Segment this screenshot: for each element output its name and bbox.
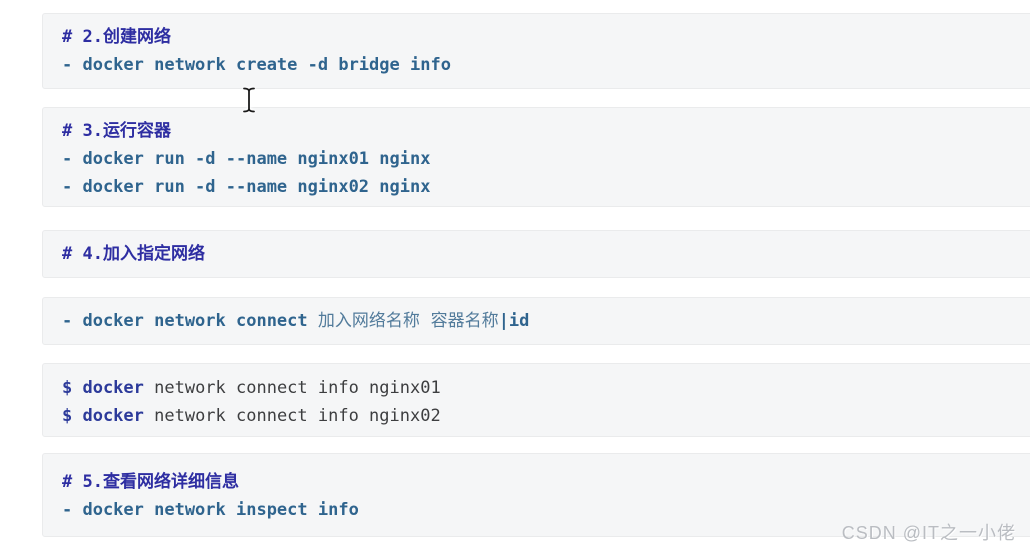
heading-cjk-text: 运行容器 [102,121,171,141]
heading-text: # 5. [62,472,103,492]
heading-line: # 4.加入指定网络 [62,240,1030,268]
code-text: - docker network create -d bridge info [62,55,451,75]
shell-line: $ docker network connect info nginx02 [62,402,1030,430]
code-block-run-containers: # 3.运行容器 - docker run -d --name nginx01 … [42,107,1030,207]
code-block-shell-commands: $ docker network connect info nginx01 $ … [42,363,1030,437]
code-block-create-network: # 2.创建网络 - docker network create -d brid… [42,13,1030,89]
heading-line: # 2.创建网络 [62,23,1030,51]
code-block-inspect-network: # 5.查看网络详细信息 - docker network inspect in… [42,453,1030,537]
code-text: - docker network connect [62,311,318,331]
code-block-join-network-heading: # 4.加入指定网络 [42,230,1030,278]
code-line: - docker network create -d bridge info [62,51,1030,79]
shell-command: network connect info nginx01 [143,378,441,398]
code-text: - docker network inspect info [62,500,359,520]
code-text: - docker run -d --name nginx01 nginx [62,149,431,169]
heading-text: # 2. [62,27,103,47]
shell-prompt: $ docker [62,378,144,398]
heading-cjk-text: 创建网络 [102,27,171,47]
code-line: - docker network connect 加入网络名称 容器名称|id [62,307,1030,335]
code-line: - docker network inspect info [62,496,1030,524]
code-text: |id [498,311,530,331]
heading-cjk-text: 加入指定网络 [102,244,205,264]
heading-line: # 3.运行容器 [62,117,1030,145]
heading-line: # 5.查看网络详细信息 [62,468,1030,496]
heading-text: # 3. [62,121,103,141]
code-line: - docker run -d --name nginx02 nginx [62,173,1030,201]
csdn-watermark: CSDN @IT之一小佬 [841,523,1016,543]
shell-line: $ docker network connect info nginx01 [62,374,1030,402]
shell-prompt: $ docker [62,406,144,426]
code-text: - docker run -d --name nginx02 nginx [62,177,431,197]
cjk-placeholder-text: 加入网络名称 容器名称 [317,311,499,331]
heading-text: # 4. [62,244,103,264]
code-line: - docker run -d --name nginx01 nginx [62,145,1030,173]
text-cursor-icon [243,87,255,113]
code-block-connect-syntax: - docker network connect 加入网络名称 容器名称|id [42,297,1030,345]
heading-cjk-text: 查看网络详细信息 [102,472,239,492]
shell-command: network connect info nginx02 [143,406,441,426]
